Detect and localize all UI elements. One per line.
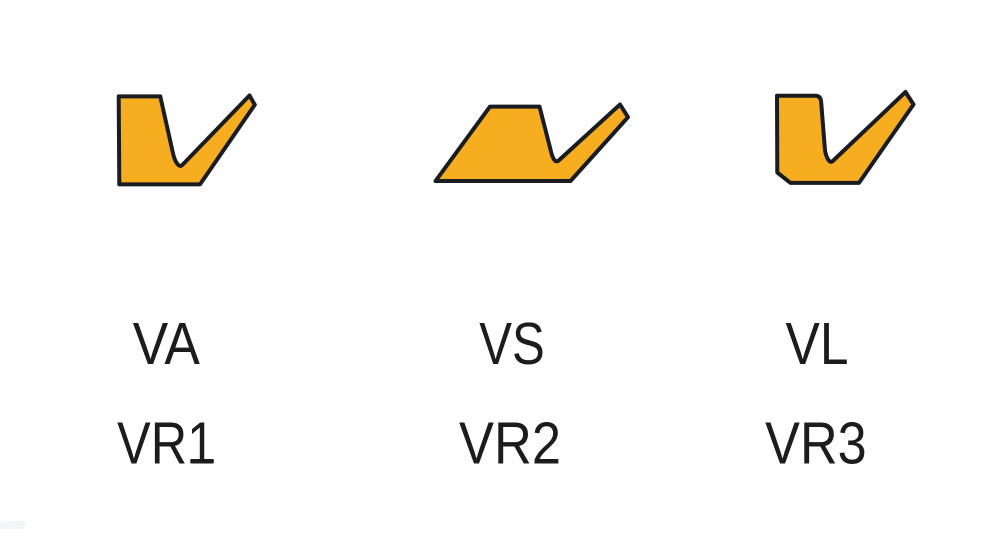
svg-text:VA: VA xyxy=(133,311,201,377)
svg-text:VS: VS xyxy=(479,311,545,377)
svg-text:VR3: VR3 xyxy=(765,411,867,477)
svg-text:VR2: VR2 xyxy=(459,411,561,477)
svg-text:VL: VL xyxy=(786,311,849,377)
svg-text:VR1: VR1 xyxy=(117,411,215,477)
